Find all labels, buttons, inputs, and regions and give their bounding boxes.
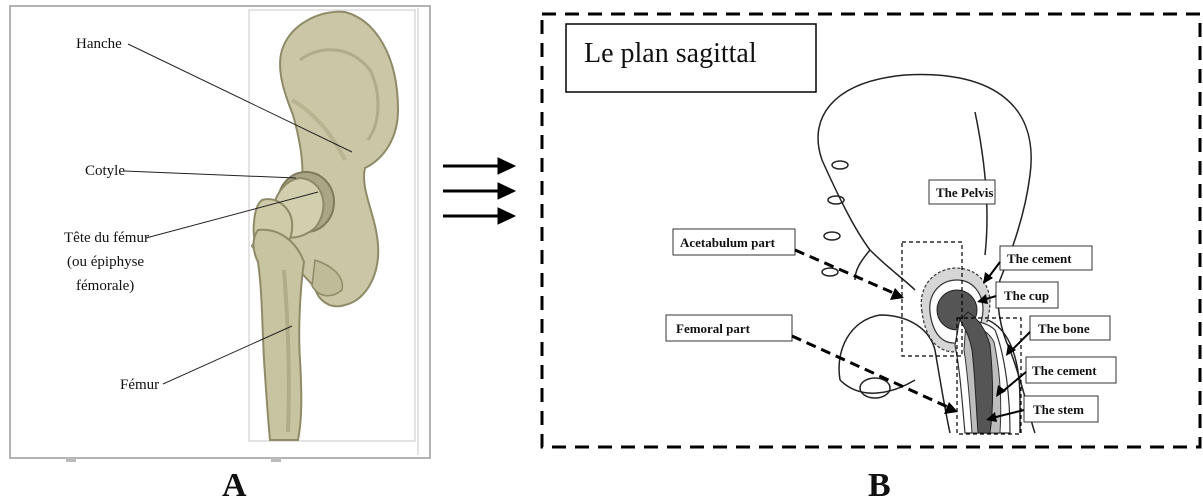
cement-top-label: The cement <box>1007 251 1072 266</box>
acetabulum-label: Acetabulum part <box>680 235 776 250</box>
label-tete-1: Tête du fémur <box>64 230 149 246</box>
pelvis-holes <box>822 161 848 276</box>
femoral-label: Femoral part <box>676 321 751 336</box>
arrows <box>443 158 515 224</box>
panel-b-title: Le plan sagittal <box>584 38 757 69</box>
stem-label: The stem <box>1033 402 1084 417</box>
pelvis-label: The Pelvis <box>936 185 993 200</box>
label-tete-2: (ou épiphyse <box>67 254 144 270</box>
panel-a-letter: A <box>222 467 247 501</box>
cup-label: The cup <box>1004 288 1049 303</box>
label-cotyle: Cotyle <box>85 163 125 179</box>
arrow-head-icon <box>498 183 515 199</box>
bone-label: The bone <box>1038 321 1090 336</box>
panel-b-letter: B <box>868 467 891 501</box>
arrow-head-icon <box>498 158 515 174</box>
label-femur: Fémur <box>120 377 159 393</box>
label-tete-3: fémorale) <box>76 278 134 294</box>
acetabulum-arrow <box>795 250 896 294</box>
arrow-head-icon <box>498 208 515 224</box>
cement-bottom-label: The cement <box>1032 363 1097 378</box>
label-hanche: Hanche <box>76 36 122 52</box>
